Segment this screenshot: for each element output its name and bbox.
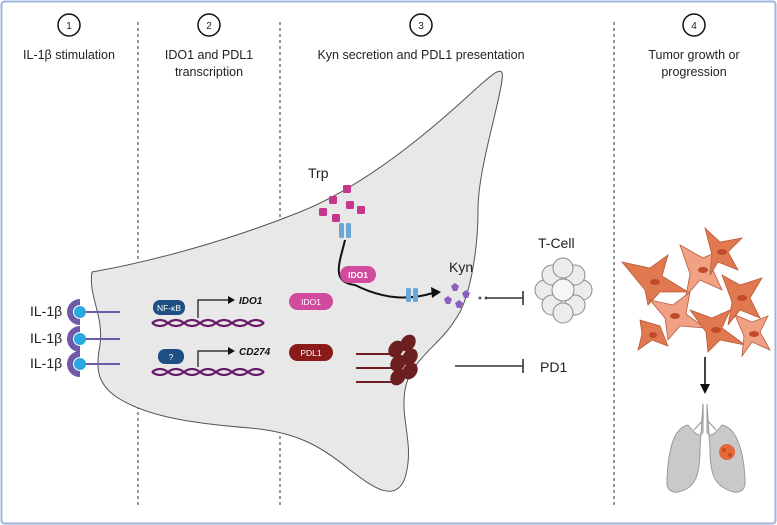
receptor-3: IL-1β bbox=[30, 351, 120, 377]
il1b-label-2: IL-1β bbox=[30, 330, 62, 346]
step-4-header: 4 Tumor growth or progression bbox=[648, 13, 740, 79]
transcription-row-pdl1: ? CD274 PDL1 bbox=[151, 344, 333, 377]
unknown-factor bbox=[158, 349, 184, 364]
tumor-cells bbox=[620, 226, 771, 358]
step-3-title: Kyn secretion and PDL1 presentation bbox=[317, 48, 524, 62]
pdl1-protein bbox=[289, 344, 333, 361]
ido1-protein bbox=[289, 293, 333, 310]
gene-ido1: IDO1 bbox=[239, 296, 263, 307]
step-3-header: 3 Kyn secretion and PDL1 presentation bbox=[317, 13, 525, 62]
dna-strand-a-2 bbox=[151, 367, 265, 377]
receptor-1: IL-1β bbox=[30, 299, 120, 325]
kyn-molecules bbox=[444, 283, 470, 308]
trp-label: Trp bbox=[308, 165, 329, 181]
step-4-title-line-2: progression bbox=[661, 65, 726, 79]
ido1-enzyme-label: IDO1 bbox=[348, 270, 368, 280]
step-1-number: 1 bbox=[66, 21, 72, 32]
step-2-title-line-2: transcription bbox=[175, 65, 243, 79]
dna-strand-a-1 bbox=[151, 318, 265, 328]
dna-strand-b-2 bbox=[151, 367, 265, 377]
step-2-header: 2 IDO1 and PDL1 transcription bbox=[165, 13, 253, 79]
progression-arrowhead bbox=[700, 384, 710, 394]
step-1-badge bbox=[57, 13, 81, 37]
step-1-title: IL-1β stimulation bbox=[23, 48, 115, 62]
step-3-badge bbox=[409, 13, 433, 37]
il1b-label-1: IL-1β bbox=[30, 303, 62, 319]
trp-transporter bbox=[339, 223, 351, 238]
conversion-arrow bbox=[337, 239, 434, 299]
nfkb-label: NF-κB bbox=[157, 303, 181, 313]
il1b-ligand-2 bbox=[74, 333, 86, 345]
promoter-arrowhead-2 bbox=[228, 347, 235, 355]
pd1-label: PD1 bbox=[540, 359, 567, 375]
il1b-ligand-1 bbox=[74, 306, 86, 318]
step-2-title-line-1: IDO1 and PDL1 bbox=[165, 48, 253, 62]
promoter-arrow-2 bbox=[197, 350, 228, 367]
unknown-factor-label: ? bbox=[169, 352, 174, 362]
step-3-number: 3 bbox=[418, 21, 424, 32]
receptor-cup-3 bbox=[67, 351, 81, 377]
transcription-row-ido1: NF-κB IDO1 IDO1 bbox=[151, 293, 333, 328]
dna-strand-b-1 bbox=[151, 318, 265, 328]
trp-molecules bbox=[319, 185, 365, 222]
kyn-transporter bbox=[406, 288, 418, 302]
step-1-header: 1 IL-1β stimulation bbox=[23, 13, 115, 62]
step-4-badge bbox=[682, 13, 706, 37]
receptor-2: IL-1β bbox=[30, 326, 120, 352]
lungs bbox=[666, 403, 746, 493]
step-2-number: 2 bbox=[206, 21, 212, 32]
step-4-number: 4 bbox=[691, 21, 697, 32]
pdl1-protein-label: PDL1 bbox=[300, 348, 322, 358]
t-cell-label: T-Cell bbox=[538, 235, 575, 251]
receptor-group: IL-1β IL-1β IL-1β bbox=[30, 299, 120, 377]
il1b-label-3: IL-1β bbox=[30, 355, 62, 371]
nfkb-factor bbox=[153, 300, 185, 315]
pdl1-membrane: PD1 bbox=[356, 334, 567, 386]
step-2-badge bbox=[197, 13, 221, 37]
receptor-cup-1 bbox=[67, 299, 81, 325]
receptor-cup-2 bbox=[67, 326, 81, 352]
cell-body bbox=[90, 70, 503, 492]
trp-kyn-metabolism: Trp IDO1 Kyn bbox=[308, 165, 524, 308]
pdl1-receptors bbox=[356, 334, 418, 386]
promoter-arrowhead-1 bbox=[228, 296, 235, 304]
lung-tumor bbox=[719, 444, 735, 460]
t-cell: T-Cell bbox=[534, 235, 593, 324]
step-4-title-line-1: Tumor growth or bbox=[648, 48, 739, 62]
ido1-enzyme bbox=[340, 266, 376, 283]
ido1-protein-label: IDO1 bbox=[301, 297, 321, 307]
kyn-dot-1 bbox=[478, 296, 482, 300]
conversion-arrowhead bbox=[431, 287, 441, 298]
kyn-label: Kyn bbox=[449, 259, 473, 275]
gene-cd274: CD274 bbox=[239, 347, 271, 358]
promoter-arrow-1 bbox=[197, 299, 228, 318]
il1b-ligand-3 bbox=[74, 358, 86, 370]
